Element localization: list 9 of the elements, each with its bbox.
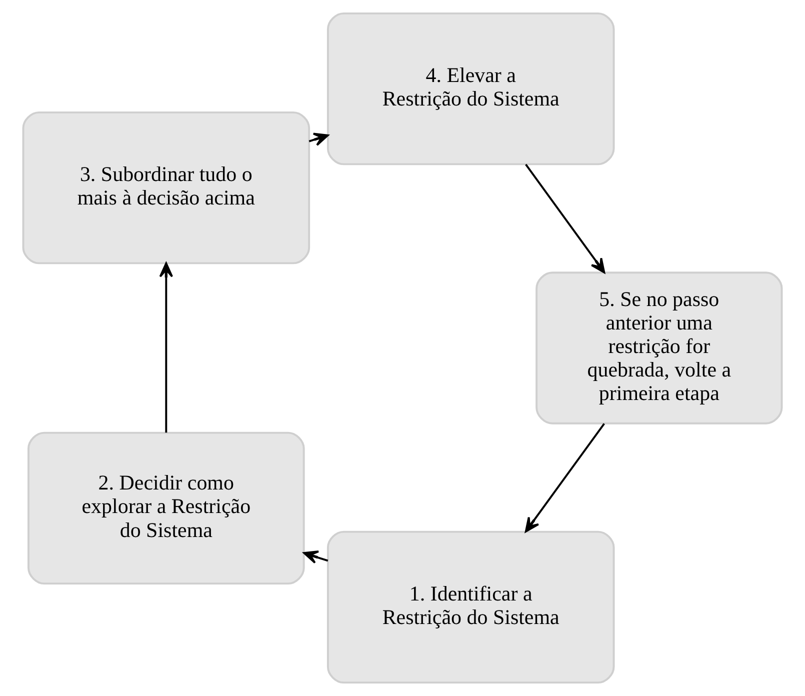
node-box: 5. Se no passo anterior uma restrição for quebrada, volte a primeira etapa — [536, 272, 783, 424]
node-box: 3. Subordinar tudo o mais à decisão acima — [22, 111, 310, 264]
node-box: 1. Identificar a Restrição do Sistema — [326, 530, 615, 684]
arrow — [525, 164, 606, 274]
arrow — [159, 262, 174, 433]
node-box: 2. Decidir como explorar a Restrição do Sistema — [28, 432, 305, 585]
arrow — [524, 423, 605, 532]
arrow — [303, 550, 328, 564]
node-box: 4. Elevar a Restrição do Sistema — [326, 12, 615, 166]
